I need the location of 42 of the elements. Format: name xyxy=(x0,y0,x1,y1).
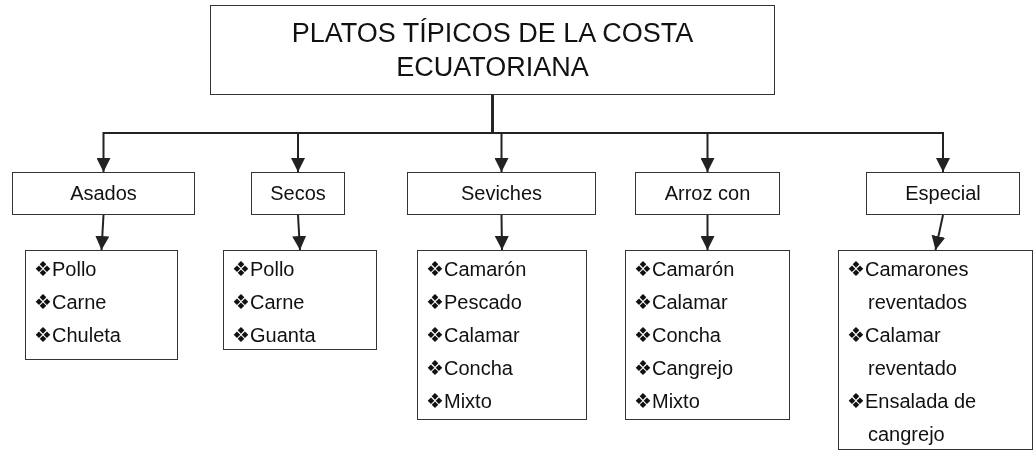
dish-item: ❖Ensalada de cangrejo xyxy=(847,389,978,447)
dish-item: ❖Pollo xyxy=(232,257,295,282)
arrow xyxy=(95,214,110,251)
dish-list-box xyxy=(838,250,1033,450)
dish-item: ❖Calamar xyxy=(634,290,728,315)
arrow xyxy=(494,214,509,251)
dish-item: ❖Calamar reventado xyxy=(847,323,958,381)
dish-item: ❖Calamar xyxy=(426,323,520,348)
category-box xyxy=(251,172,345,215)
arrow xyxy=(700,214,715,251)
dish-list-box xyxy=(25,250,178,360)
category-box xyxy=(407,172,596,215)
dish-item: ❖Guanta xyxy=(232,323,316,348)
arrow xyxy=(292,214,307,251)
arrow xyxy=(491,94,950,173)
category-box xyxy=(12,172,195,215)
dish-item: ❖Carne xyxy=(34,290,107,315)
dish-item: ❖Concha xyxy=(426,356,513,381)
dish-item: ❖Camarones reventados xyxy=(847,257,970,315)
dish-list-box xyxy=(223,250,377,350)
title-box xyxy=(210,5,775,95)
arrow xyxy=(931,214,946,251)
dish-item: ❖Concha xyxy=(634,323,721,348)
dish-list-box xyxy=(417,250,587,420)
dish-item: ❖Chuleta xyxy=(34,323,121,348)
dish-item: ❖Mixto xyxy=(634,389,700,414)
dish-item: ❖Cangrejo xyxy=(634,356,734,381)
dish-item: ❖Camarón xyxy=(426,257,527,282)
category-box xyxy=(866,172,1020,215)
dish-item: ❖Mixto xyxy=(426,389,492,414)
title-text: PLATOS TÍPICOS DE LA COSTA ECUATORIANA xyxy=(290,17,695,84)
category-label: Seviches xyxy=(460,182,543,205)
category-label: Arroz con xyxy=(664,182,751,205)
category-label: Asados xyxy=(70,182,137,205)
dish-item: ❖Carne xyxy=(232,290,305,315)
category-label: Especial xyxy=(905,182,981,205)
category-box xyxy=(635,172,780,215)
category-label: Secos xyxy=(270,182,326,205)
dish-item: ❖Pollo xyxy=(34,257,97,282)
dish-item: ❖Pescado xyxy=(426,290,522,315)
dish-item: ❖Camarón xyxy=(634,257,735,282)
dish-list-box xyxy=(625,250,790,420)
